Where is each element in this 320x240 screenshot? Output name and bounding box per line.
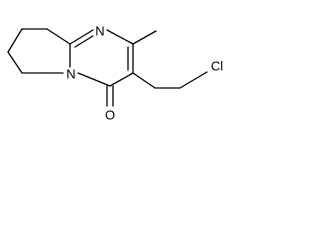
bond-c9a-c9 <box>46 28 71 45</box>
bond-c7-c6 <box>7 51 23 74</box>
atom-label-oxygen: O <box>105 108 115 123</box>
atom-label-chlorine: Cl <box>211 59 223 74</box>
bond-n1-c2 <box>106 29 134 45</box>
substituent-bonds <box>106 30 208 107</box>
saturated-ring-bonds <box>7 28 71 74</box>
bond-c3-ch2 <box>132 72 156 89</box>
bond-ch2-cl <box>179 71 208 89</box>
bond-c2-methyl <box>132 30 157 45</box>
bond-c8-c7 <box>7 28 23 53</box>
bond-c3-c4 <box>109 72 134 87</box>
chemical-structure: N N O Cl <box>7 24 223 123</box>
atom-labels: N N O Cl <box>66 24 223 123</box>
bond-c9a-n1-inner <box>74 35 94 48</box>
bond-c4-n <box>77 72 111 87</box>
atom-label-n-top: N <box>95 24 104 39</box>
atom-label-n-bridge: N <box>66 67 75 82</box>
bond-c9a-n1 <box>69 29 94 45</box>
pyrimidinone-ring-bonds <box>69 29 134 87</box>
